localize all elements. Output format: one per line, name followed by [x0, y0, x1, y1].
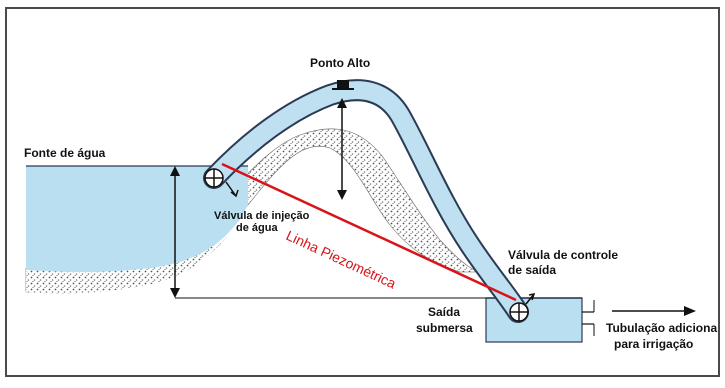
valve-icon: [204, 168, 239, 198]
label-injection-valve-1: Válvula de injeção: [214, 210, 310, 222]
label-pipe-2: para irrigação: [614, 337, 694, 351]
piezometric-line: [221, 162, 517, 302]
label-submerged-outlet-1: Saída: [428, 305, 461, 319]
air-vent-icon: [337, 80, 349, 89]
label-outlet-valve-1: Válvula de controle: [508, 248, 619, 262]
head-arrow-center: [337, 98, 347, 200]
valve-icon: [509, 293, 536, 322]
label-water-source: Fonte de água: [24, 146, 106, 160]
siphon-pipe-inner: [205, 81, 527, 321]
label-outlet-valve-2: de saída: [508, 263, 557, 277]
label-injection-valve-2: de água: [236, 222, 278, 234]
label-pipe-1: Tubulação adiciona: [606, 321, 718, 335]
label-high-point: Ponto Alto: [310, 56, 371, 70]
arrow-right-icon: [612, 306, 696, 316]
frame-border: [5, 7, 720, 377]
reservoir-water: [26, 166, 248, 272]
head-arrow-left: [170, 166, 180, 298]
label-submerged-outlet-2: submersa: [416, 321, 473, 335]
